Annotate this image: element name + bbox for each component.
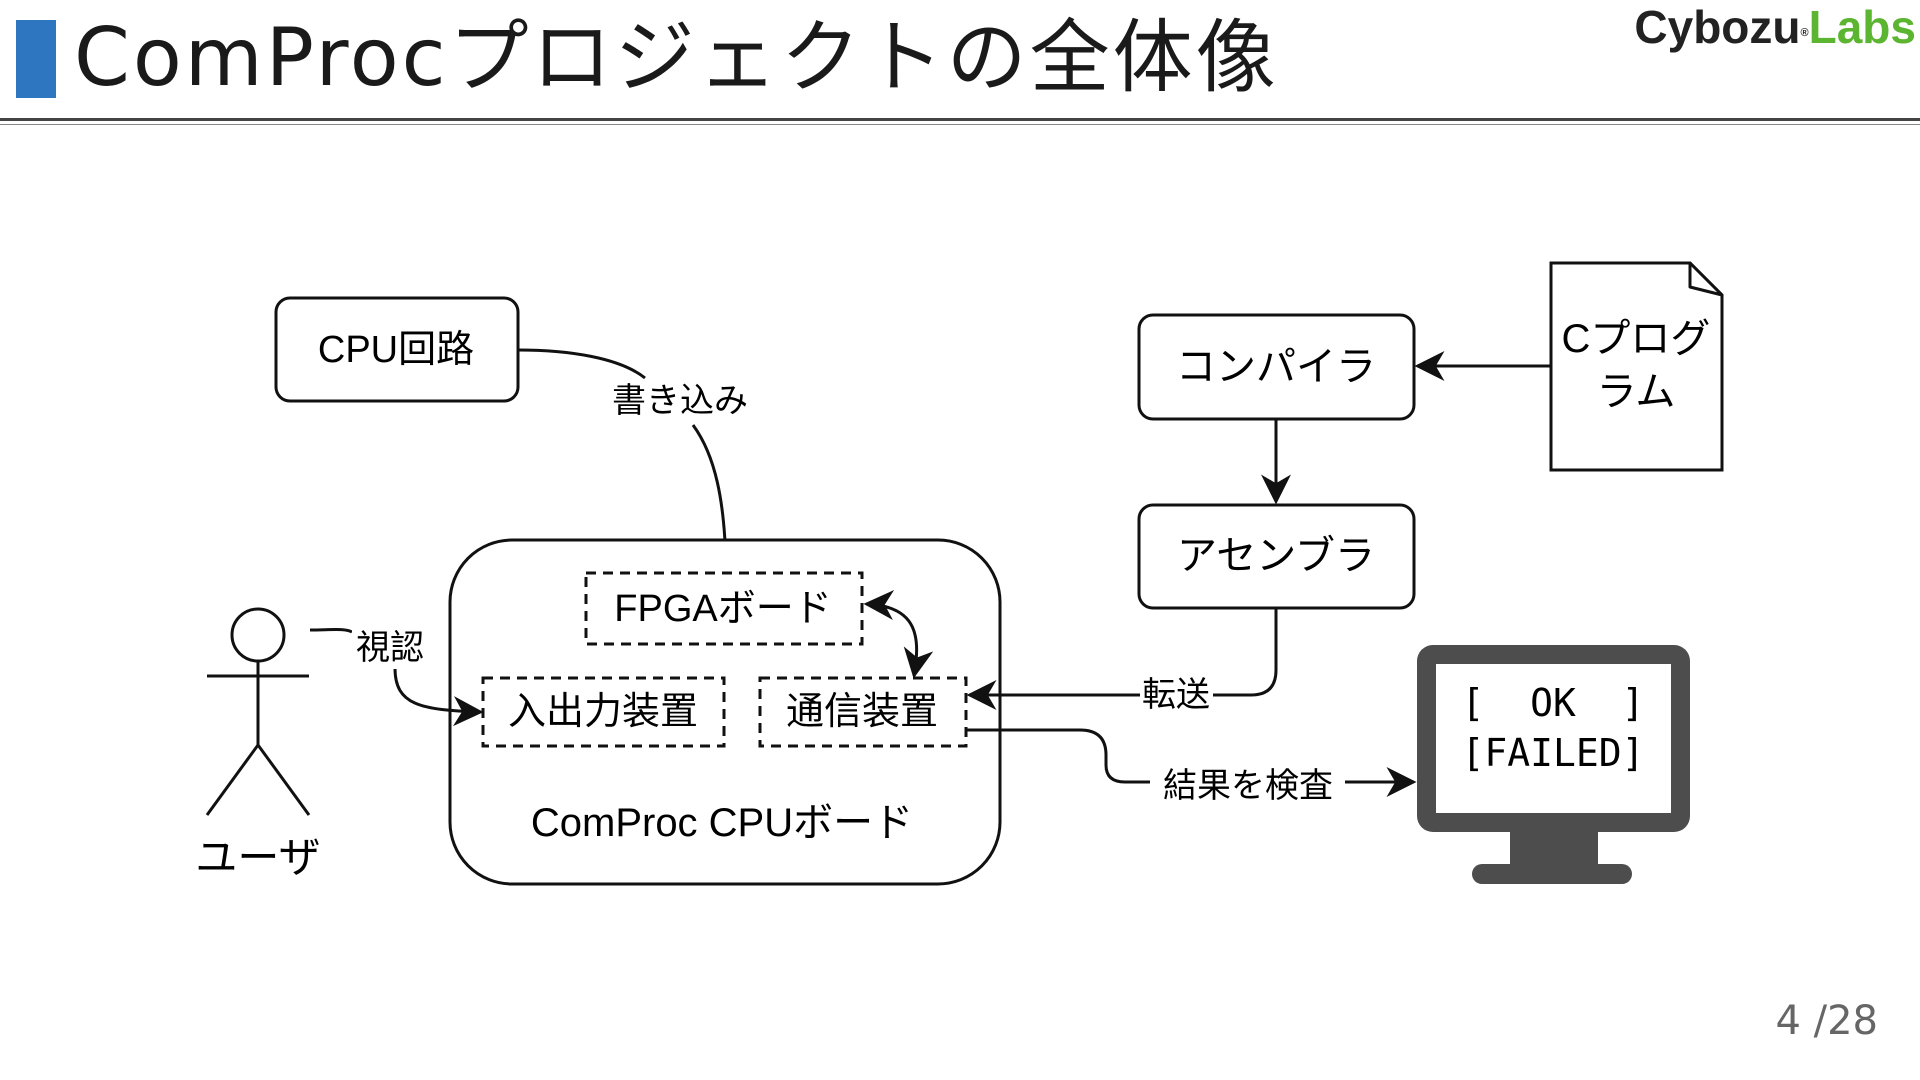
user-icon: [205, 607, 311, 816]
logo-registered-mark: ®: [1800, 27, 1809, 39]
monitor-icon: [1417, 645, 1690, 884]
logo-part-cybozu: Cybozu: [1634, 1, 1801, 53]
assembler-label: アセンブラ: [1177, 534, 1375, 578]
cybozu-labs-logo: Cybozu®Labs: [1634, 2, 1916, 52]
fpga-comm-edge: [863, 590, 934, 679]
logo-part-labs: Labs: [1808, 1, 1916, 53]
user-label: ユーザ: [195, 834, 320, 881]
c-program-label-line1: Cプログ: [1562, 317, 1711, 361]
fpga-board-label: FPGAボード: [614, 588, 831, 630]
title-accent-bar: [16, 20, 56, 98]
comm-device-box: [758, 676, 968, 748]
monitor-ok-line: [ OK ]: [1461, 681, 1644, 725]
fpga-board-box: [584, 571, 864, 646]
io-device-box: [481, 676, 726, 748]
c-program-document: [1549, 261, 1724, 472]
c-program-label-line2: ラム: [1597, 370, 1676, 414]
title-divider-thin: [0, 124, 1920, 125]
check-result-edge: [966, 728, 1414, 782]
transfer-edge: [969, 608, 1278, 695]
monitor-failed-line: [FAILED]: [1461, 731, 1644, 775]
view-edge: [309, 628, 481, 713]
cpu-circuit-label: CPU回路: [318, 329, 474, 371]
transfer-edge-label: 転送: [1142, 676, 1210, 714]
page-title: ComProcプロジェクトの全体像: [74, 11, 1279, 104]
write-edge-label: 書き込み: [612, 382, 748, 420]
title-divider: [0, 118, 1920, 121]
view-edge-label: 視認: [356, 629, 424, 667]
io-device-label: 入出力装置: [508, 691, 698, 733]
comproc-board-label: ComProc CPUボード: [531, 801, 913, 845]
check-result-edge-label: 結果を検査: [1163, 767, 1333, 805]
page-number: 4 /28: [1775, 998, 1878, 1044]
comm-device-label: 通信装置: [786, 691, 938, 733]
document-corner-fold: [1688, 261, 1724, 297]
compiler-label: コンパイラ: [1176, 345, 1376, 389]
